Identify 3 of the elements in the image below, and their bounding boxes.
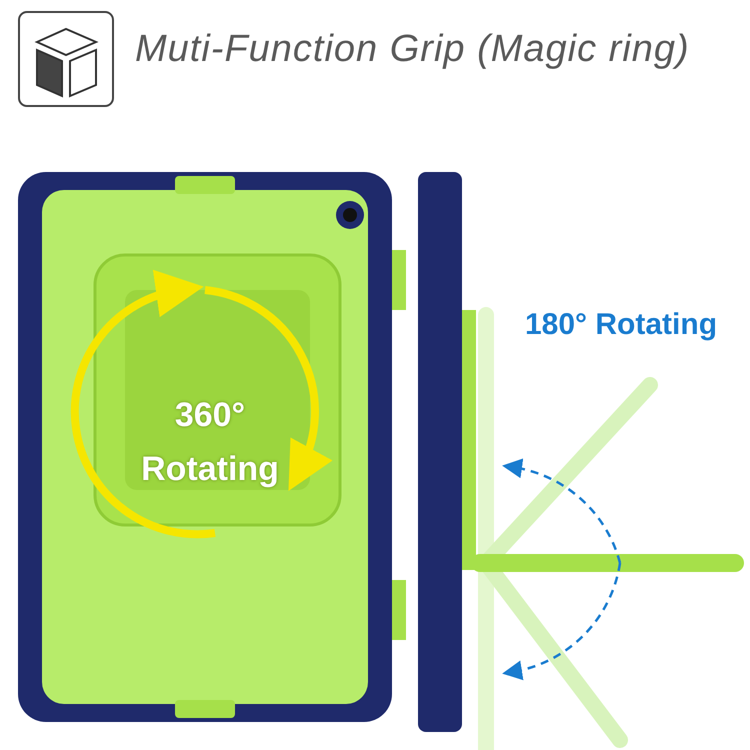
rotation-label: 360° Rotating xyxy=(140,395,280,490)
title: Muti-Function Grip (Magic ring) xyxy=(135,28,690,71)
rotation-label: 180° Rotating xyxy=(525,308,718,342)
